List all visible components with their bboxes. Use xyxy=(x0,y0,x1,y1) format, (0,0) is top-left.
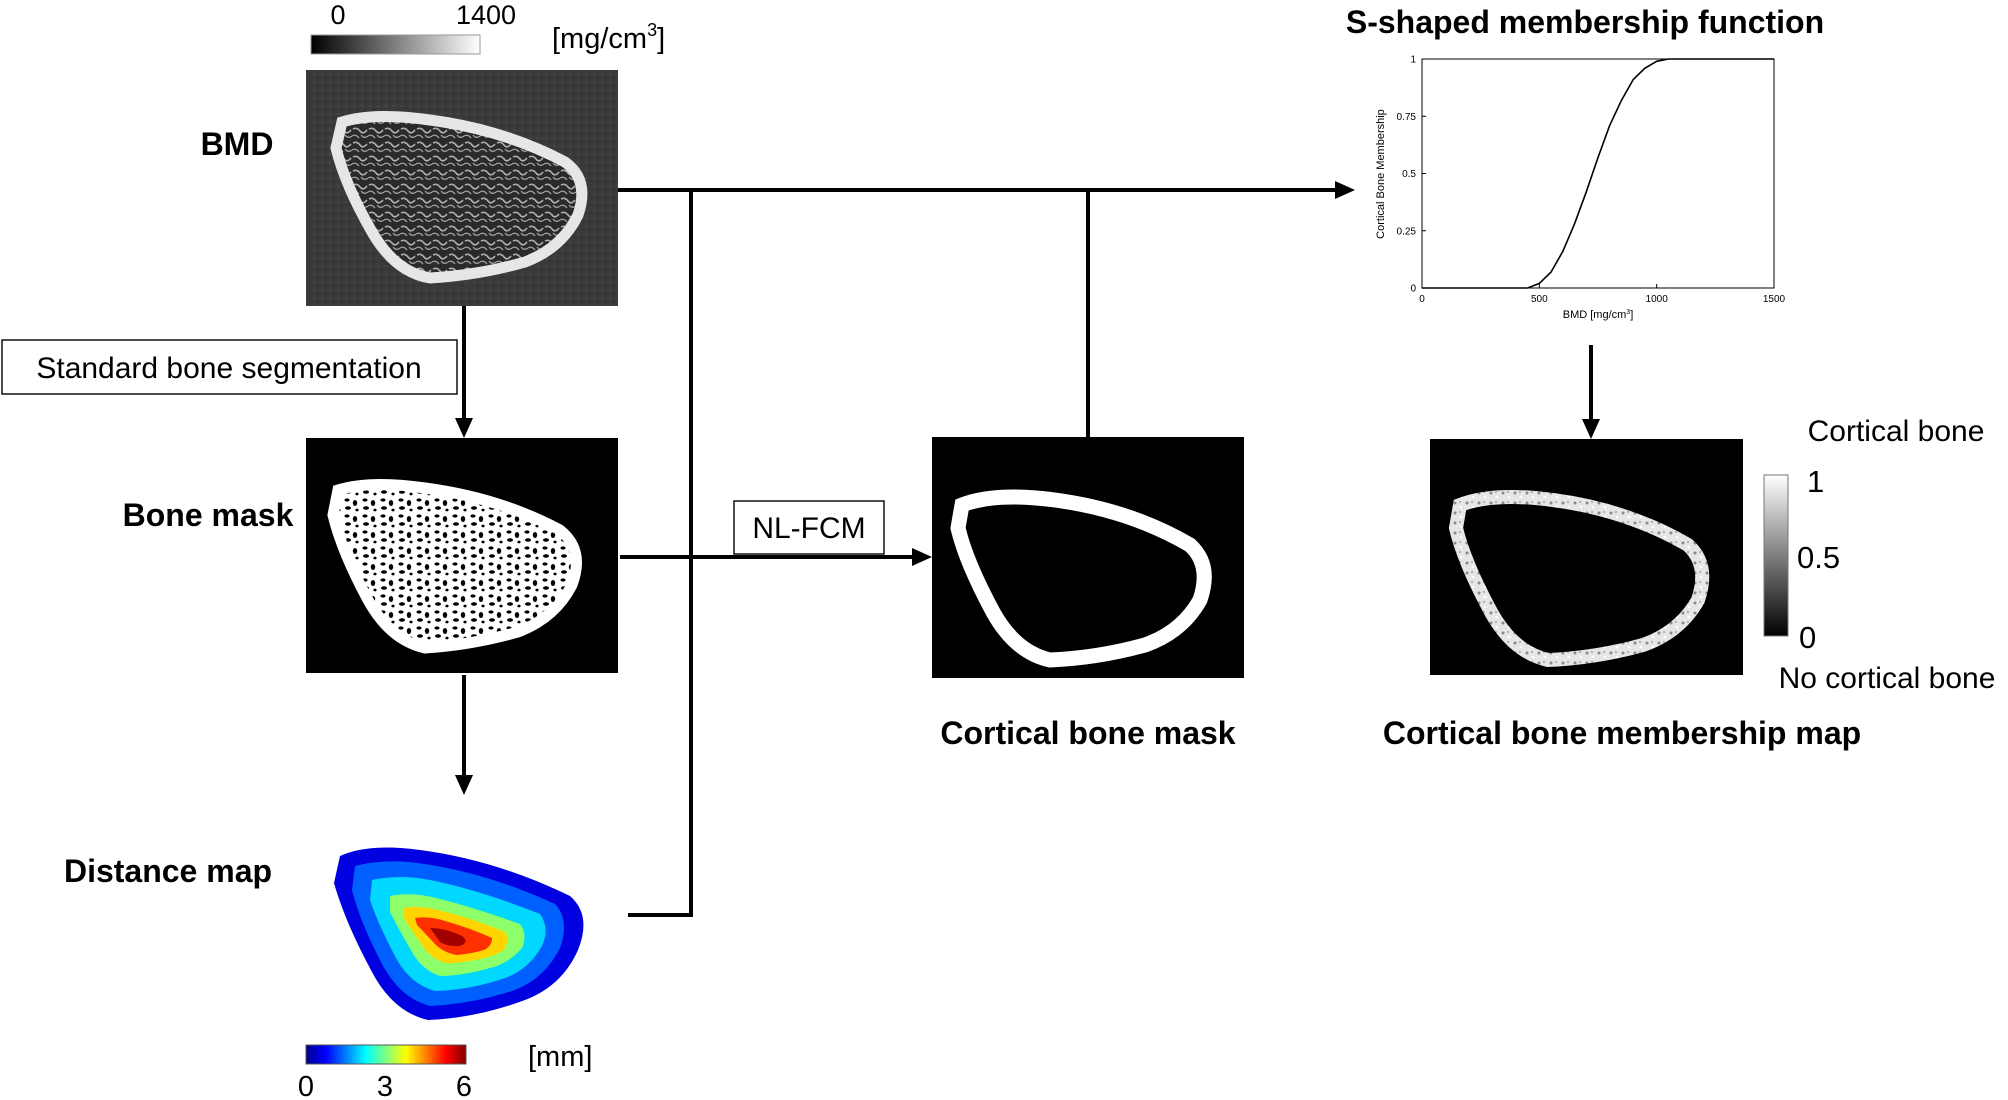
chart-ticks: 0 500 1000 1500 0 0.25 0.5 0.75 1 xyxy=(1397,55,1786,306)
arrowheads xyxy=(455,181,1600,795)
distance-tick-0: 0 xyxy=(298,1071,314,1100)
x-tick-label-1: 500 xyxy=(1531,294,1548,305)
segmentation-step: Standard bone segmentation xyxy=(1,339,458,395)
y-tick-label-2: 0.5 xyxy=(1402,169,1416,180)
cortical-mask-image xyxy=(932,437,1244,678)
line-distance-to-main xyxy=(628,190,693,917)
membership-map-image xyxy=(1430,439,1743,675)
chart-plot-area xyxy=(1421,58,1775,289)
membership-colorbar: Cortical bone 1 0.5 0 No cortical bone xyxy=(1763,415,1996,695)
y-tick-label-4: 1 xyxy=(1410,55,1416,66)
bmd-unit: [mg/cm3] xyxy=(552,20,665,55)
distance-unit: [mm] xyxy=(528,1041,592,1073)
cortical-mask-label: Cortical bone mask xyxy=(940,715,1235,751)
x-tick-label-3: 1500 xyxy=(1763,294,1786,305)
distance-tick-3: 3 xyxy=(377,1071,393,1100)
bmd-label: BMD xyxy=(201,126,274,162)
arrowhead-cortical xyxy=(912,548,932,566)
nlfcm-step-label: NL-FCM xyxy=(752,512,865,545)
membership-top-label: Cortical bone xyxy=(1808,415,1985,448)
arrowhead-distance xyxy=(455,775,473,795)
chart-xlabel: BMD [mg/cm3] xyxy=(1563,309,1634,321)
bmd-colorbar-min: 0 xyxy=(330,0,345,30)
chart-ylabel: Cortical Bone Membership xyxy=(1375,109,1387,239)
membership-map-label: Cortical bone membership map xyxy=(1383,715,1861,751)
distance-map-image xyxy=(334,847,584,1020)
y-tick-label-0: 0 xyxy=(1410,284,1416,295)
arrowhead-map xyxy=(1582,419,1600,439)
distance-map-label: Distance map xyxy=(64,853,272,889)
arrowhead-function xyxy=(1335,181,1355,199)
x-tick-label-2: 1000 xyxy=(1646,294,1669,305)
bmd-image xyxy=(306,70,618,306)
bmd-colorbar-max: 1400 xyxy=(456,0,516,30)
membership-bottom-label: No cortical bone xyxy=(1779,662,1996,695)
distance-tick-6: 6 xyxy=(456,1071,472,1100)
membership-function-title: S-shaped membership function xyxy=(1346,4,1824,40)
y-tick-label-1: 0.25 xyxy=(1397,226,1417,237)
membership-tick-1: 1 xyxy=(1807,464,1824,499)
arrowhead-mask xyxy=(455,418,473,438)
segmentation-step-label: Standard bone segmentation xyxy=(36,352,421,385)
membership-tick-05: 0.5 xyxy=(1797,540,1840,575)
membership-function-chart: 0 500 1000 1500 0 0.25 0.5 0.75 1 BMD [mg/cm3] C… xyxy=(1375,55,1786,322)
distance-colorbar: 0 3 6 [mm] xyxy=(298,1041,593,1100)
membership-tick-0: 0 xyxy=(1799,620,1816,655)
y-tick-label-3: 0.75 xyxy=(1397,112,1417,123)
nlfcm-step: NL-FCM xyxy=(733,500,885,555)
x-tick-label-0: 0 xyxy=(1419,294,1425,305)
chart-series-line xyxy=(1422,58,1774,289)
connectors xyxy=(462,188,1593,917)
bone-mask-label: Bone mask xyxy=(123,497,294,533)
bmd-colorbar: 0 1400 [mg/cm3] xyxy=(310,0,665,55)
bone-mask-image xyxy=(306,438,618,673)
